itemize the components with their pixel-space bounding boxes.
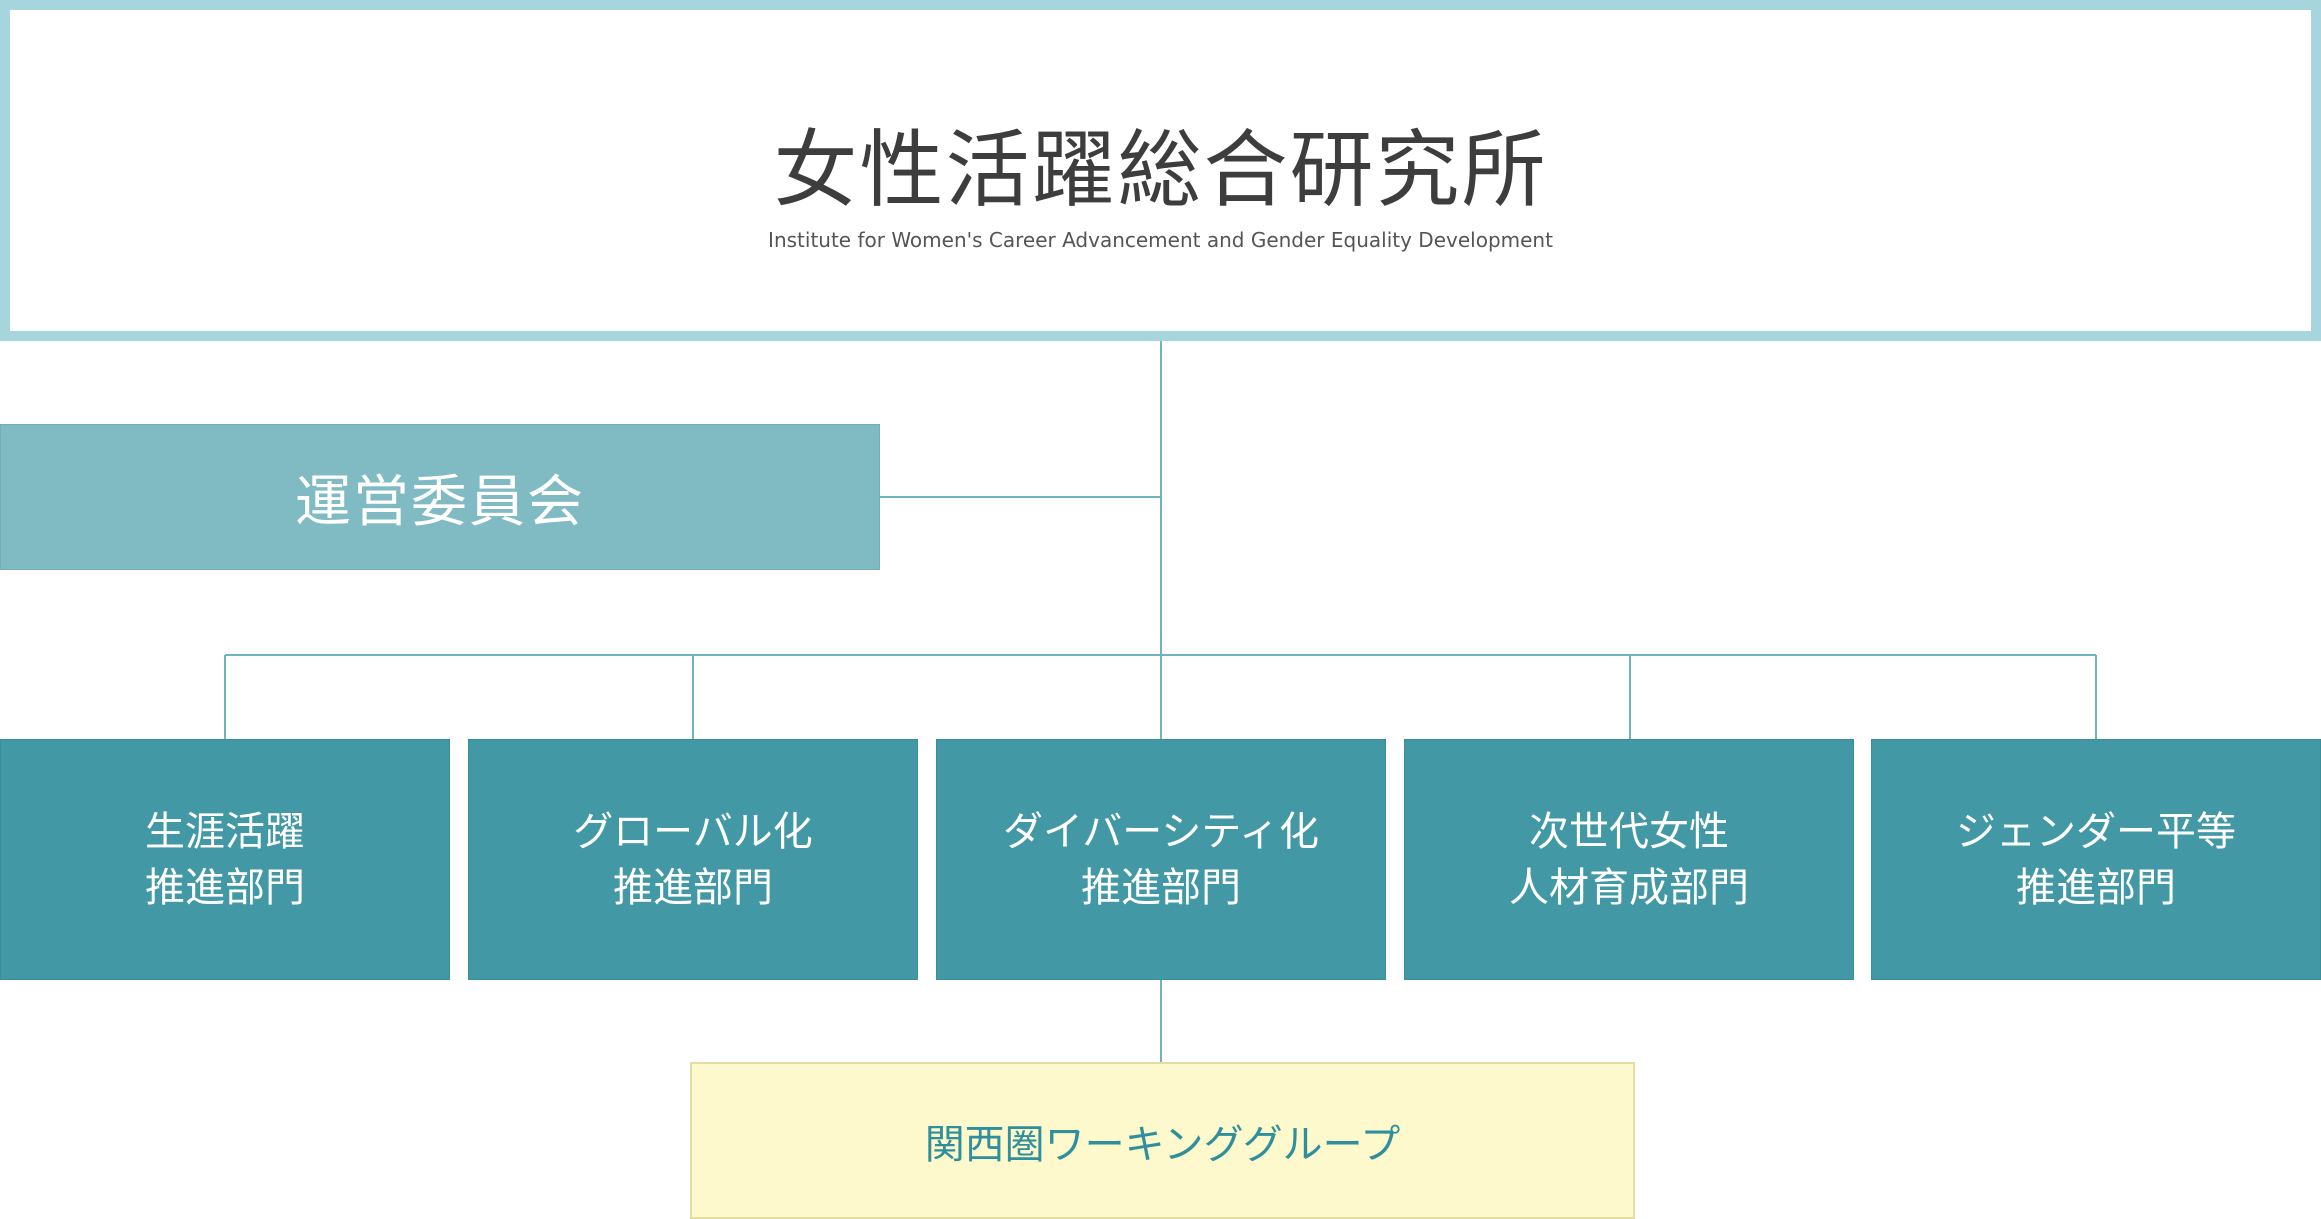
department-box-lifelong: 生涯活躍 推進部門 [0, 739, 450, 980]
department-label-line2: 推進部門 [1081, 864, 1241, 911]
department-box-next-generation: 次世代女性 人材育成部門 [1404, 739, 1854, 980]
department-label-line2: 推進部門 [2016, 864, 2176, 911]
department-label-line2: 推進部門 [145, 864, 305, 911]
institute-subtitle: Institute for Women's Career Advancement… [768, 228, 1553, 252]
kansai-working-group-box: 関西圏ワーキンググループ [690, 1062, 1635, 1219]
department-label-line2: 推進部門 [613, 864, 773, 911]
institute-title-box: 女性活躍総合研究所 Institute for Women's Career A… [0, 0, 2321, 341]
steering-committee-box: 運営委員会 [0, 424, 880, 570]
department-label-line2: 人材育成部門 [1509, 864, 1749, 911]
department-label-line1: ダイバーシティ化 [1003, 808, 1319, 855]
department-label-line1: グローバル化 [573, 808, 813, 855]
department-box-gender-equality: ジェンダー平等 推進部門 [1871, 739, 2321, 980]
department-label-line1: ジェンダー平等 [1956, 808, 2236, 855]
department-box-diversity: ダイバーシティ化 推進部門 [936, 739, 1386, 980]
department-box-global: グローバル化 推進部門 [468, 739, 918, 980]
department-label-line1: 生涯活躍 [145, 808, 305, 855]
working-group-label: 関西圏ワーキンググループ [924, 1121, 1401, 1168]
institute-title: 女性活躍総合研究所 [773, 121, 1548, 219]
department-label-line1: 次世代女性 [1529, 808, 1729, 855]
steering-committee-label: 運営委員会 [295, 469, 585, 535]
